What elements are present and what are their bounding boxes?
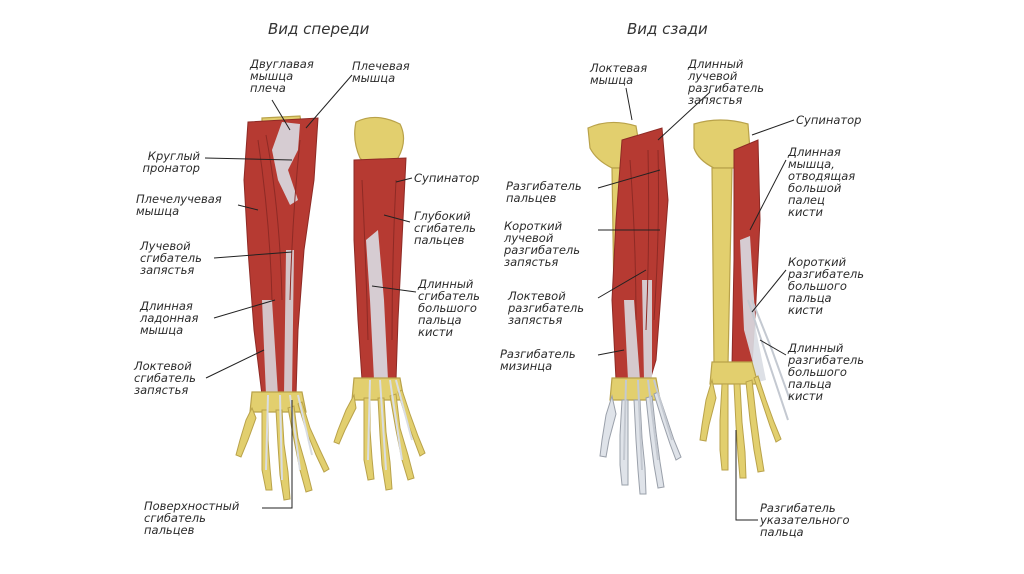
label-flexor-digitorum-profundus: Глубокий сгибатель пальцев xyxy=(414,209,476,247)
label-brachialis: Плечевая мышца xyxy=(352,59,410,85)
label-supinator-back: Супинатор xyxy=(796,113,862,127)
forearm-front-superficial xyxy=(235,115,330,501)
label-flexor-carpi-radialis: Лучевой сгибатель запястья xyxy=(140,239,202,277)
fingers xyxy=(235,401,330,501)
label-extensor-carpi-ulnaris: Локтевой разгибатель запястья xyxy=(508,289,585,327)
tendon xyxy=(262,250,294,395)
fingers xyxy=(699,375,782,479)
tendon xyxy=(367,379,413,471)
forearm-back-superficial xyxy=(587,121,682,495)
muscle xyxy=(611,127,669,381)
front-view-heading: Вид спереди xyxy=(268,20,370,38)
label-supinator-front: Супинатор xyxy=(414,171,480,185)
tendon xyxy=(623,379,673,471)
label-flexor-pollicis-longus: Длинный сгибатель большого пальца кисти xyxy=(418,277,480,339)
tendon xyxy=(265,394,313,481)
bone xyxy=(249,391,307,413)
bone xyxy=(354,116,405,171)
label-extensor-carpi-radialis-longus: Длинный лучевой разгибатель запястья xyxy=(688,57,765,107)
forearm-front-deep xyxy=(333,116,426,491)
label-flexor-carpi-ulnaris: Локтевой сгибатель запястья xyxy=(134,359,196,397)
back-view-heading: Вид сзади xyxy=(627,20,708,38)
bone xyxy=(711,167,733,366)
muscle-lines xyxy=(361,179,397,341)
forearm-back-deep xyxy=(693,119,791,479)
label-extensor-pollicis-brevis: Короткий разгибатель большого пальца кис… xyxy=(788,255,865,317)
tendon xyxy=(272,122,300,205)
label-extensor-indicis: Разгибатель указательного пальца xyxy=(760,501,850,539)
label-brachioradialis: Плечелучевая мышца xyxy=(136,192,222,218)
tendon xyxy=(366,230,388,380)
label-pronator-teres: Круглый пронатор xyxy=(142,149,200,175)
label-biceps: Двуглавая мышца плеча xyxy=(250,57,314,95)
muscle-lines xyxy=(257,134,301,301)
label-extensor-digitorum: Разгибатель пальцев xyxy=(506,179,582,205)
label-extensor-carpi-radialis-brevis: Короткий лучевой разгибатель запястья xyxy=(504,219,581,269)
label-palmaris-longus: Длинная ладонная мышца xyxy=(140,299,199,337)
label-extensor-digiti-minimi: Разгибатель мизинца xyxy=(500,347,576,373)
label-abductor-pollicis-longus: Длинная мышца, отводящая большой палец к… xyxy=(788,145,856,219)
tendon xyxy=(740,236,766,382)
tendon xyxy=(624,280,652,380)
label-extensor-pollicis-longus: Длинный разгибатель большого пальца кист… xyxy=(788,341,865,403)
tendon xyxy=(747,299,791,421)
leader-lines xyxy=(204,74,795,521)
label-flexor-digitorum-superficialis: Поверхностный сгибатель пальцев xyxy=(144,499,240,537)
label-anconeus: Локтевая мышца xyxy=(590,61,648,87)
